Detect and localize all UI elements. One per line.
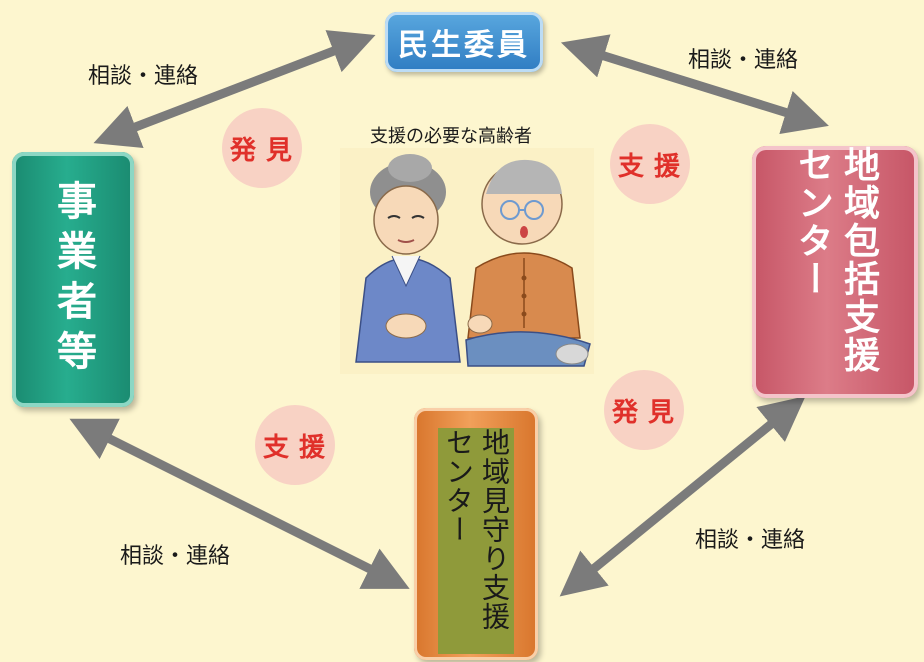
top-heading-cut xyxy=(0,0,924,12)
label-bottom-left: 相談・連絡 xyxy=(120,544,231,569)
node-chiiki-center: 地域包括支援センター xyxy=(752,146,918,398)
arrow-minsei-chiiki xyxy=(560,34,829,134)
circle-shien-left: 支援 xyxy=(255,405,335,485)
arrow-chiiki-mimamori xyxy=(559,396,806,597)
node-mimamori-center: 地域見守り支援センター xyxy=(414,408,538,660)
circle-shien-right: 支援 xyxy=(610,124,690,204)
center-title: 支援の必要な高齢者 xyxy=(370,126,532,147)
node-minsei: 民生委員 xyxy=(385,12,543,72)
label-top-right: 相談・連絡 xyxy=(688,48,799,73)
circle-hakken-bottom: 発見 xyxy=(604,370,684,450)
label-bottom-right: 相談・連絡 xyxy=(695,528,806,553)
circle-hakken-top: 発見 xyxy=(222,108,302,188)
elderly-couple-illustration xyxy=(340,148,594,374)
arrow-jigyo-mimamori xyxy=(69,418,410,589)
label-top-left: 相談・連絡 xyxy=(88,64,199,89)
arrow-minsei-jigyo xyxy=(93,30,376,148)
node-mimamori-label: 地域見守り支援センター xyxy=(438,428,514,654)
elderly-man-icon xyxy=(465,159,591,367)
node-jigyo: 事業者等 xyxy=(12,152,134,407)
elderly-woman-icon xyxy=(355,154,461,363)
